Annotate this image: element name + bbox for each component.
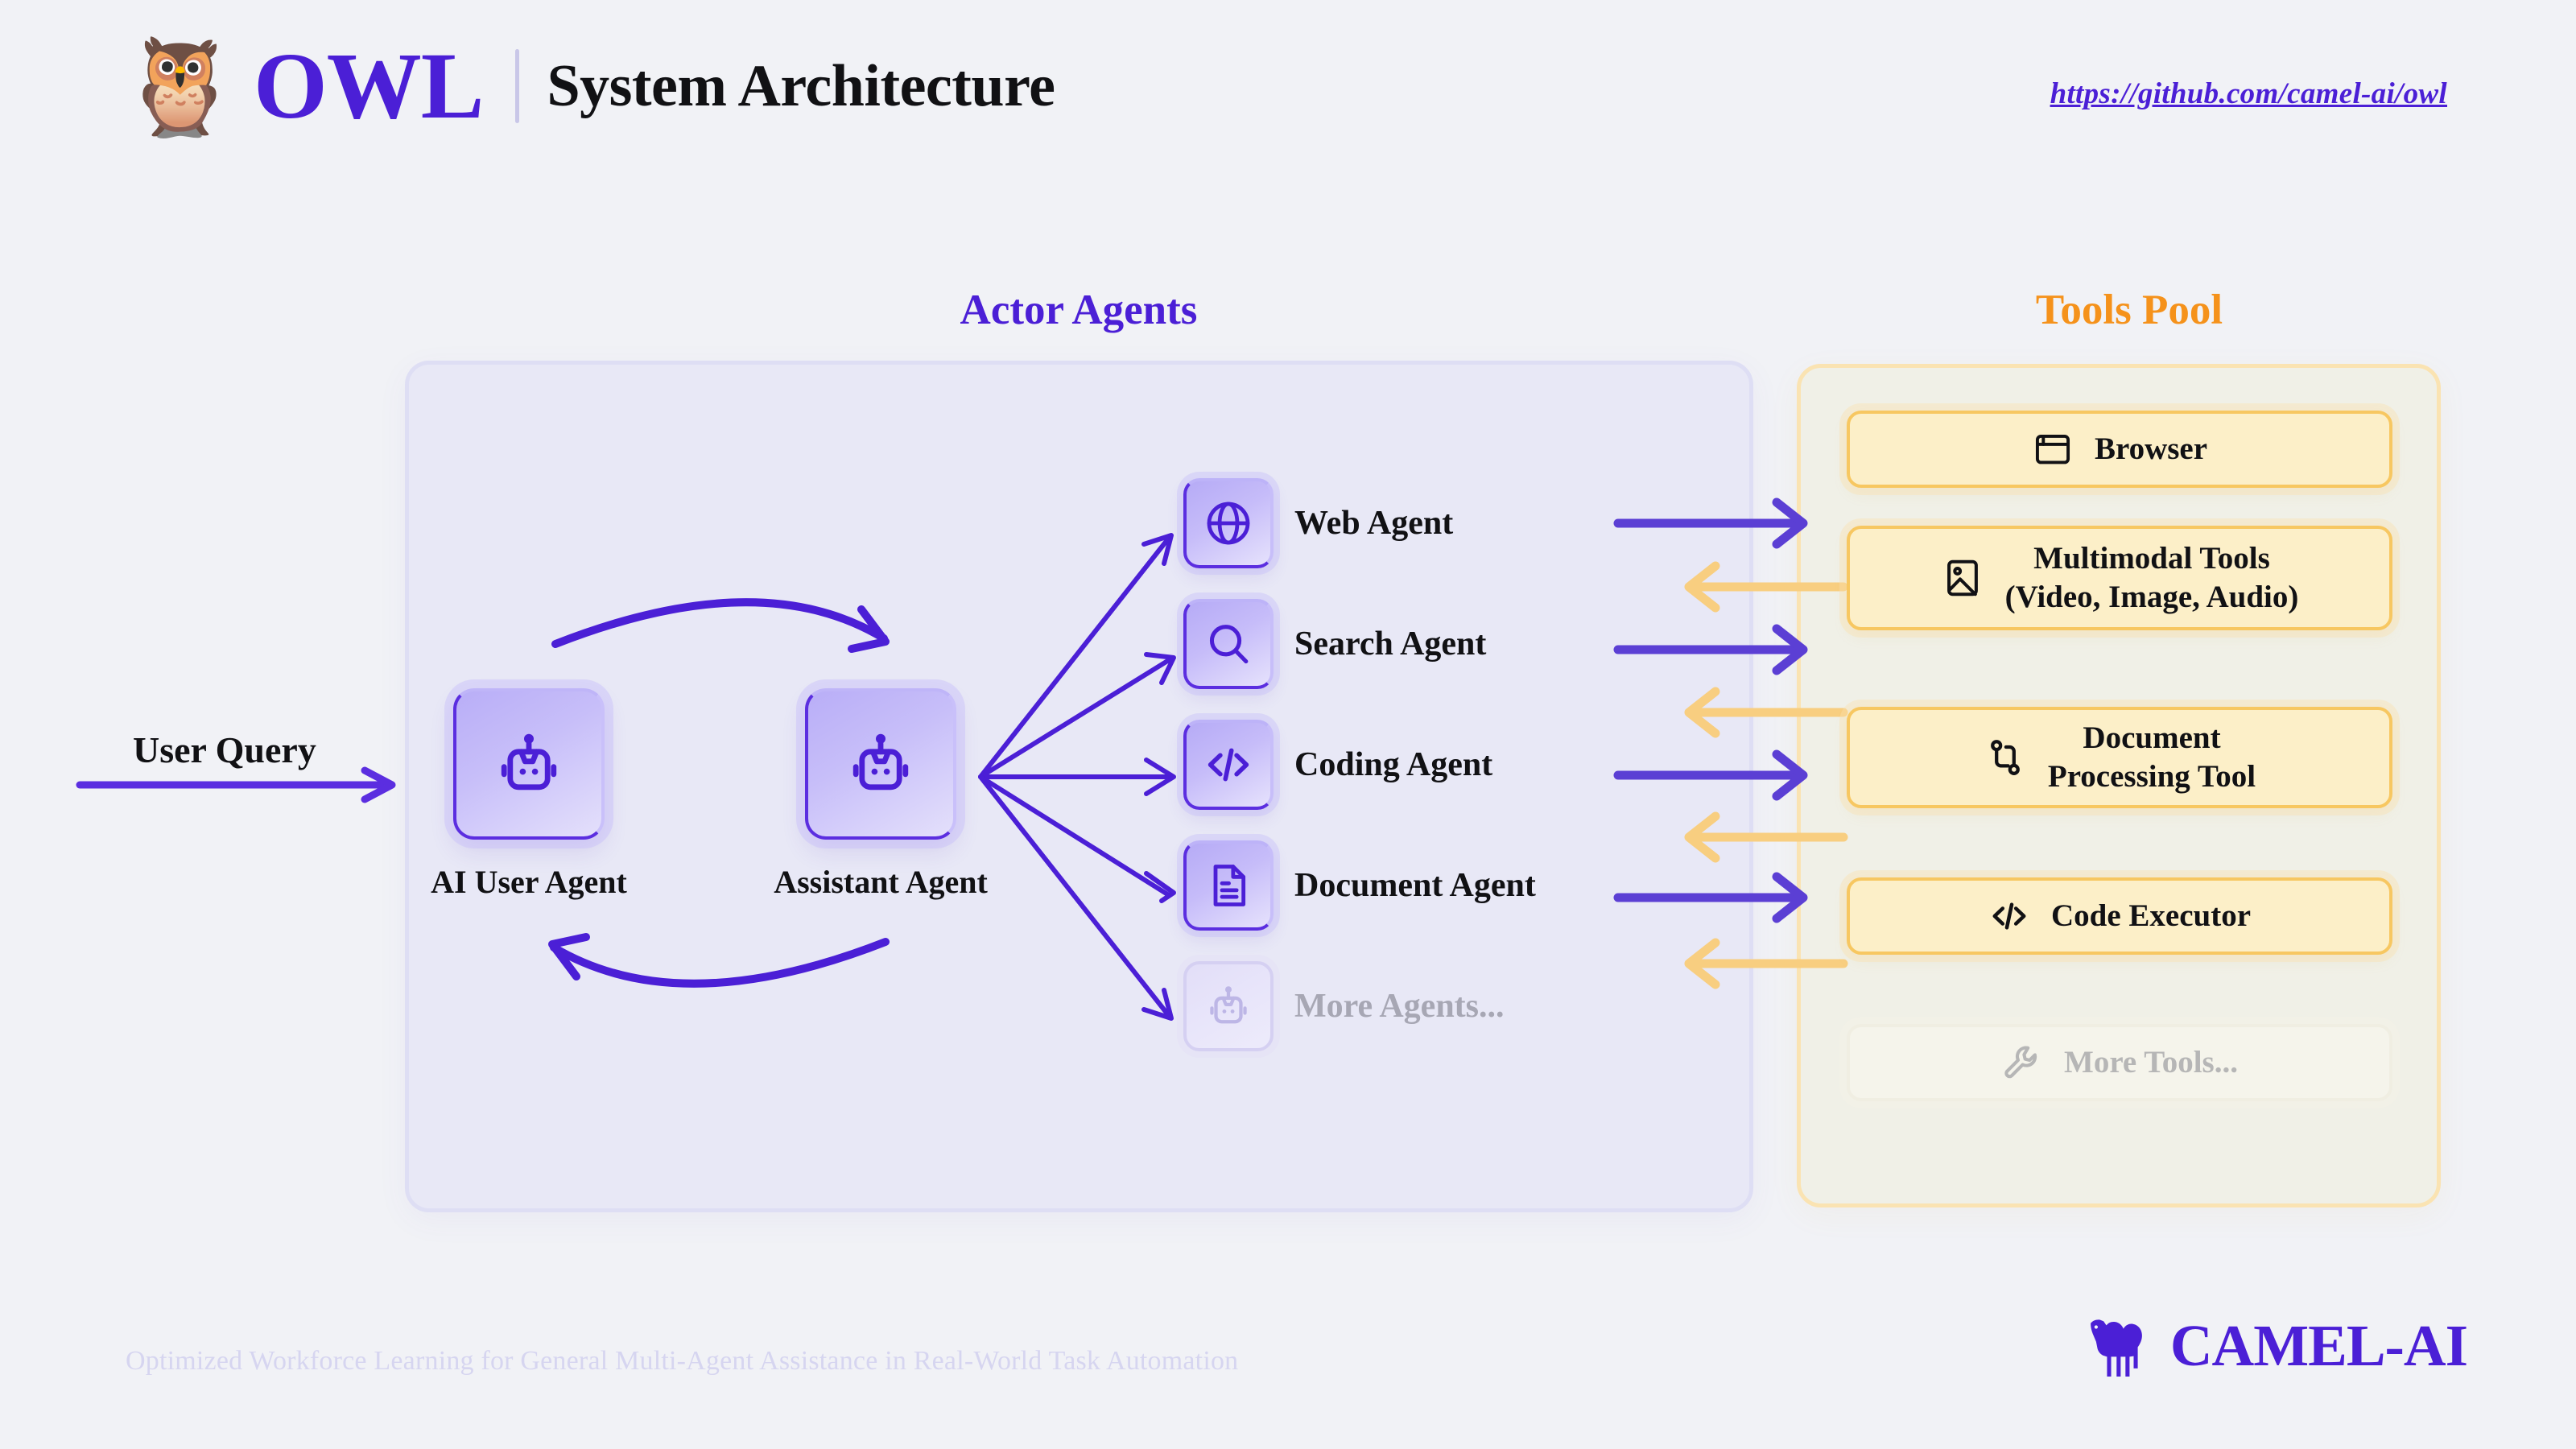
actor-agent-row-coding[interactable]: Coding Agent	[1183, 720, 1492, 810]
coding-agent-label: Coding Agent	[1294, 746, 1493, 783]
document-icon	[1213, 865, 1246, 906]
tools-pool-title: Tools Pool	[2035, 287, 2223, 333]
repo-url-link[interactable]: https://github.com/camel-ai/owl	[2050, 77, 2447, 110]
robot-icon	[1210, 986, 1247, 1024]
actor-agent-row-search[interactable]: Search Agent	[1183, 599, 1486, 689]
assistant-agent-caption: Assistant Agent	[774, 864, 988, 900]
camel-icon	[2090, 1319, 2142, 1377]
actor-agents-panel	[405, 361, 1753, 1212]
user-query-label: User Query	[133, 729, 316, 770]
coding-agent-tile[interactable]	[1183, 720, 1274, 810]
assistant-agent-tile[interactable]	[805, 688, 956, 840]
actor-agent-row-web[interactable]: Web Agent	[1183, 478, 1453, 568]
tool-card-multimodal[interactable]: Multimodal Tools (Video, Image, Audio)	[1847, 526, 2392, 630]
robot-icon	[501, 733, 557, 791]
tool-card-browser[interactable]: Browser	[1847, 411, 2392, 488]
web-agent-tile[interactable]	[1183, 478, 1274, 568]
tool-card-more-tools[interactable]: More Tools...	[1847, 1024, 2392, 1101]
owl-icon: 🦉	[121, 31, 239, 142]
actor-agent-row-more[interactable]: More Agents...	[1183, 961, 1505, 1051]
tool-label-multimodal-line1: Multimodal Tools	[2033, 541, 2270, 576]
search-agent-tile[interactable]	[1183, 599, 1274, 689]
tool-label-docproc-line2: Processing Tool	[2047, 759, 2256, 794]
tool-label-browser: Browser	[2094, 431, 2208, 467]
search-agent-label: Search Agent	[1294, 625, 1487, 663]
tool-card-code-executor[interactable]: Code Executor	[1847, 877, 2392, 955]
actor-agents-title: Actor Agents	[960, 287, 1198, 333]
more-agents-label: More Agents...	[1294, 988, 1505, 1025]
camel-ai-logo: CAMEL-AI	[2083, 1312, 2468, 1378]
tool-label-multimodal-line2: (Video, Image, Audio)	[2004, 580, 2299, 614]
image-icon	[1946, 559, 1978, 597]
tool-card-document-processing[interactable]: Document Processing Tool	[1847, 707, 2392, 808]
document-agent-label: Document Agent	[1294, 867, 1536, 904]
page-title: System Architecture	[547, 53, 1055, 119]
git-branch-icon	[1990, 740, 2020, 775]
ai-user-agent-tile[interactable]	[453, 688, 605, 840]
document-agent-tile[interactable]	[1183, 840, 1274, 931]
robot-icon	[852, 733, 909, 791]
page-header: 🦉 OWL System Architecture	[121, 39, 1055, 134]
globe-icon	[1207, 502, 1250, 545]
code-icon	[1208, 748, 1249, 782]
browser-window-icon	[2035, 435, 2070, 464]
footer-tagline: Optimized Workforce Learning for General…	[126, 1346, 1239, 1376]
actor-agent-row-document[interactable]: Document Agent	[1183, 840, 1536, 931]
web-agent-label: Web Agent	[1294, 505, 1454, 542]
user-query-arrow-icon	[76, 766, 396, 803]
tool-label-document-processing: Document Processing Tool	[2048, 719, 2256, 795]
tool-label-docproc-line1: Document	[2083, 720, 2221, 756]
search-icon	[1209, 625, 1249, 664]
header-divider	[515, 49, 520, 123]
tool-label-multimodal: Multimodal Tools (Video, Image, Audio)	[2005, 539, 2299, 616]
code-icon	[1992, 902, 2026, 930]
more-agents-tile[interactable]	[1183, 961, 1274, 1051]
ai-user-agent-caption: AI User Agent	[431, 864, 627, 900]
brand-wordmark: OWL	[253, 33, 484, 138]
camel-ai-wordmark: CAMEL-AI	[2169, 1312, 2468, 1378]
tool-label-code-executor: Code Executor	[2050, 898, 2252, 934]
tool-label-more-tools: More Tools...	[2064, 1045, 2238, 1080]
wrench-icon	[2004, 1046, 2037, 1079]
